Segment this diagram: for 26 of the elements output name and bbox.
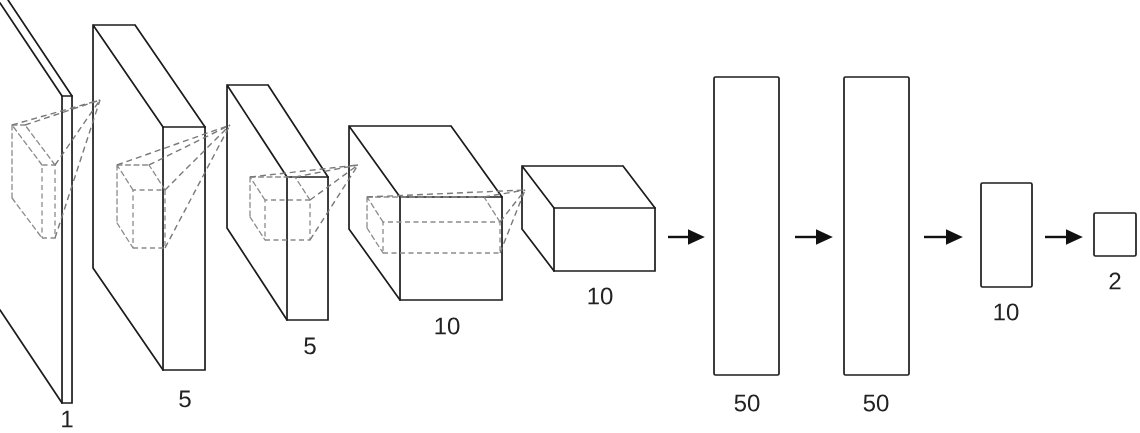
layer-block xyxy=(92,24,206,371)
size-label: 50 xyxy=(734,394,760,412)
layer-block xyxy=(0,0,73,404)
layer-block xyxy=(226,84,329,321)
layer-block xyxy=(521,165,656,272)
size-label: 2 xyxy=(1109,272,1121,290)
layer-block xyxy=(348,125,503,301)
size-label: 10 xyxy=(994,303,1019,321)
layer-box xyxy=(713,76,780,376)
projection-lines xyxy=(249,164,359,241)
projection-lines xyxy=(366,189,526,254)
layer-box xyxy=(980,182,1033,288)
size-label: 1 xyxy=(62,410,73,428)
projection-lines xyxy=(11,99,101,239)
size-label: 10 xyxy=(588,287,613,305)
kernel-cube xyxy=(249,176,311,241)
output-box xyxy=(1093,212,1137,257)
size-label: 50 xyxy=(863,394,889,412)
kernel-cube xyxy=(366,196,501,254)
size-label: 5 xyxy=(179,390,191,408)
size-label: 10 xyxy=(435,317,460,335)
size-label: 5 xyxy=(304,337,316,355)
kernel-cube xyxy=(116,164,166,249)
layer-box xyxy=(843,76,910,376)
projection-lines xyxy=(116,124,231,249)
kernel-cube xyxy=(11,124,56,239)
